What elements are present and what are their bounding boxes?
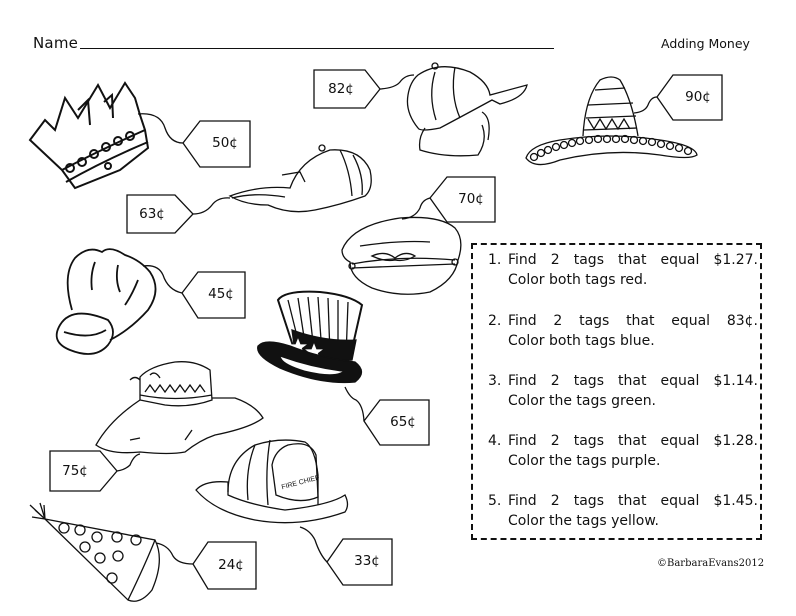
instruction-number: 1. [488,252,502,268]
word: equal [671,313,711,329]
price-tag-75[interactable] [49,450,118,492]
price-tag-label: 33¢ [354,553,380,569]
price-tag-label: 75¢ [62,463,88,479]
word: equal [660,252,700,268]
word: equal [660,493,700,509]
word: tags [579,313,610,329]
price-tag-82[interactable] [313,69,381,109]
crown-string [137,113,184,144]
price-tag-label: 63¢ [139,206,165,222]
uncle-sam-hat-string [344,386,365,422]
price-tag-label: 90¢ [685,89,711,105]
target-amount: $1.45. [713,493,758,509]
chef-hat-illustration [55,248,157,355]
price-tag-33[interactable] [326,538,393,586]
word: 2 [553,313,563,329]
target-amount: $1.14. [713,373,758,389]
sun-hat-string [116,453,141,472]
instruction-4: 4. Find 2 tags that equal $1.28. Color t… [488,431,758,471]
word: Find [508,373,537,389]
sombrero-illustration [525,76,698,166]
word: 2 [550,493,560,509]
price-tag-label: 65¢ [390,414,416,430]
word: Find [508,313,537,329]
chef-hat-string [142,265,183,294]
instruction-color: Color the tags green. [508,393,657,409]
fire-helmet-illustration: FIRE CHIEF [195,439,349,524]
word: tags [573,493,604,509]
word: that [618,252,647,268]
instruction-color: Color both tags blue. [508,333,655,349]
word: tags [573,252,604,268]
name-input-line[interactable] [80,48,554,49]
instruction-color: Color both tags red. [508,272,648,288]
sun-hat-illustration [95,361,264,455]
price-tag-label: 50¢ [212,135,238,151]
crown-illustration [28,81,150,190]
word: Find [508,433,537,449]
price-tag-70[interactable] [429,176,496,223]
cap-backwards-string [379,74,415,90]
word: that [618,493,647,509]
instruction-number: 5. [488,493,502,509]
uncle-sam-hat-illustration [257,290,364,384]
price-tag-24[interactable] [192,541,257,590]
word: tags [573,433,604,449]
word: equal [660,373,700,389]
baseball-cap-illustration [228,144,372,213]
price-tag-label: 82¢ [328,81,354,97]
target-amount: $1.27. [713,252,758,268]
word: equal [660,433,700,449]
price-tag-label: 70¢ [458,191,484,207]
instruction-1: 1. Find 2 tags that equal $1.27. Color b… [488,250,758,290]
instruction-number: 3. [488,373,502,389]
price-tag-50[interactable] [182,120,251,168]
word: 2 [550,433,560,449]
target-amount: $1.28. [713,433,758,449]
price-tag-63[interactable] [126,194,194,234]
instruction-number: 4. [488,433,502,449]
party-hat-string [155,542,194,565]
price-tag-label: 24¢ [218,557,244,573]
word: Find [508,493,537,509]
word: that [618,433,647,449]
party-hat-illustration [29,502,160,602]
svg-text:FIRE CHIEF: FIRE CHIEF [281,474,320,491]
sombrero-string [633,96,658,114]
price-tag-65[interactable] [363,399,430,446]
word: 2 [550,252,560,268]
instruction-number: 2. [488,313,502,329]
instruction-color: Color the tags yellow. [508,513,659,529]
price-tag-90[interactable] [656,74,723,121]
baseball-cap-string [192,197,231,215]
word: that [618,373,647,389]
instruction-3: 3. Find 2 tags that equal $1.14. Color t… [488,371,758,411]
instructions-box [471,243,762,540]
fire-helmet-string [299,526,328,563]
price-tag-label: 45¢ [208,286,234,302]
word: that [626,313,655,329]
worksheet-title: Adding Money [661,36,750,51]
copyright: ©BarbaraEvans2012 [657,558,765,569]
name-label: Name [33,34,79,52]
word: tags [573,373,604,389]
instruction-color: Color the tags purple. [508,453,661,469]
instruction-2: 2. Find 2 tags that equal 83¢. Color bot… [488,311,758,351]
word: Find [508,252,537,268]
captain-hat-string [401,197,431,220]
instruction-5: 5. Find 2 tags that equal $1.45. Color t… [488,491,758,531]
captain-hat-illustration [341,216,462,295]
cap-backwards-illustration [406,62,528,157]
price-tag-45[interactable] [181,271,246,319]
target-amount: 83¢. [726,313,758,329]
word: 2 [550,373,560,389]
